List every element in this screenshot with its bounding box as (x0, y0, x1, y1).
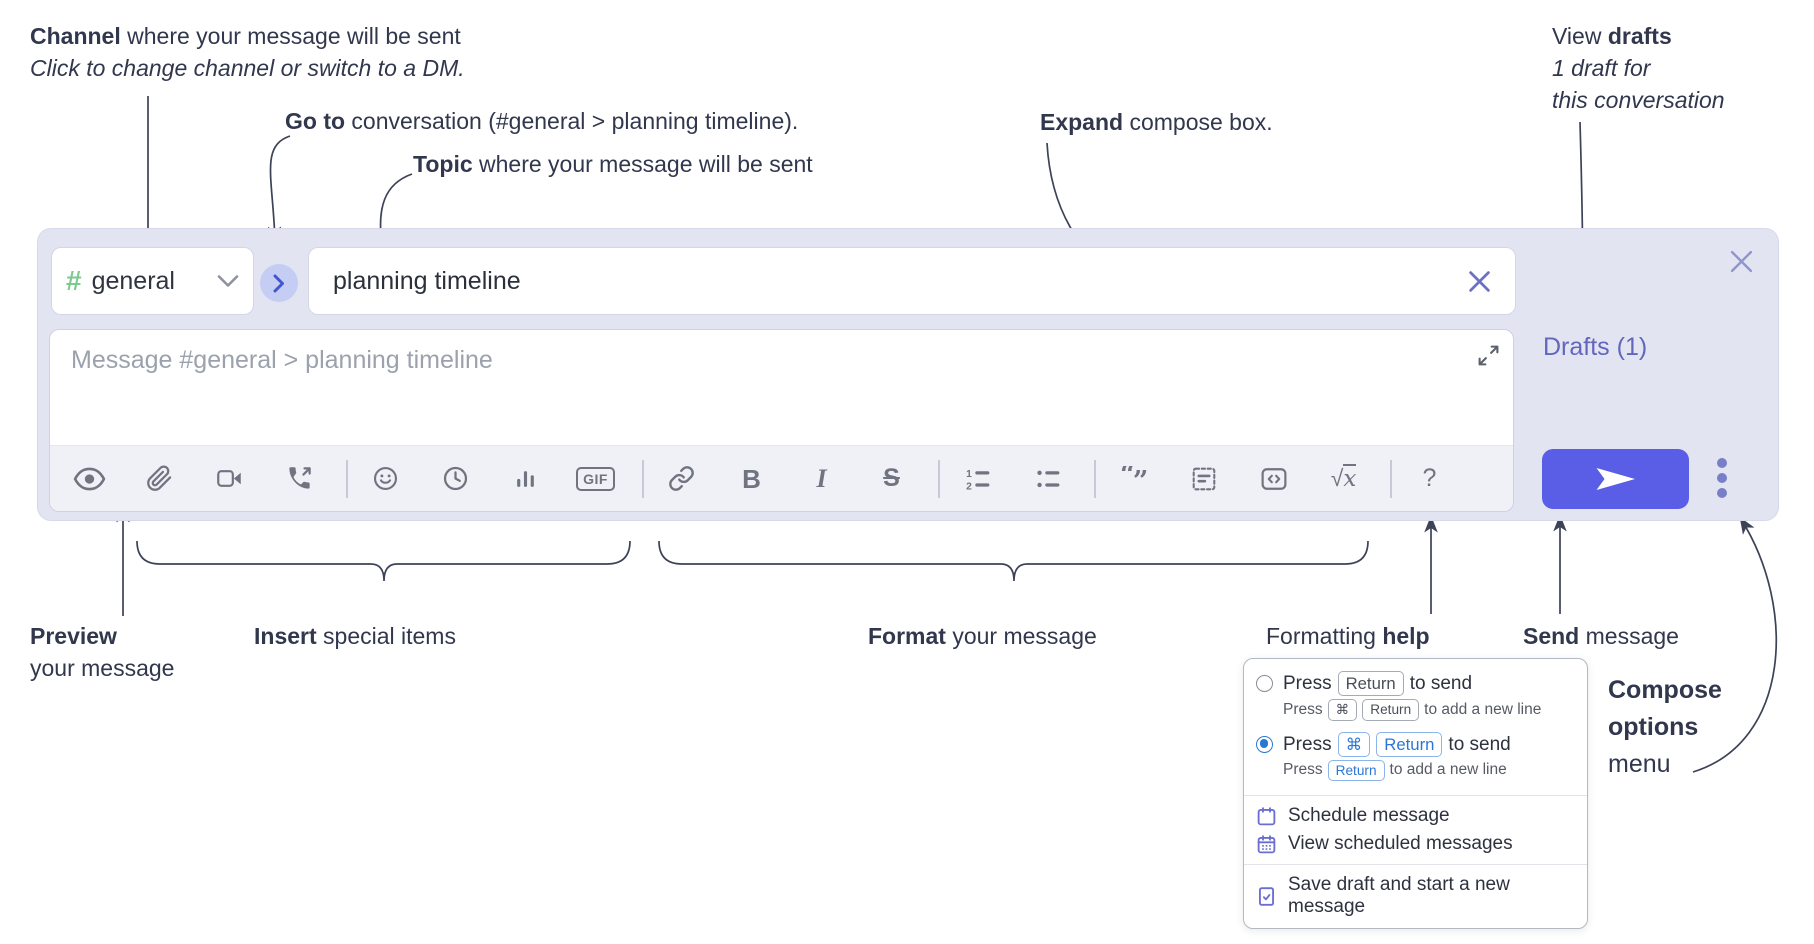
clear-topic-button[interactable] (1468, 270, 1491, 293)
menu-item-label: View scheduled messages (1288, 833, 1513, 854)
menu-group: Save draft and start a new message (1244, 864, 1587, 921)
expand-compose-button[interactable] (1477, 344, 1500, 367)
draft-save-icon (1256, 886, 1277, 907)
radio-unselected-icon[interactable] (1256, 675, 1273, 692)
insert-annotation: Insert special items (254, 623, 456, 649)
bulleted-list-icon[interactable] (1024, 455, 1071, 502)
insert-brace (136, 540, 631, 582)
topic-annotation: Topic where your message will be sent (413, 151, 813, 177)
kbd-key: Return (1362, 699, 1420, 721)
link-icon[interactable] (658, 455, 705, 502)
menu-item-label: Schedule message (1288, 805, 1450, 826)
kbd-key: Return (1376, 731, 1443, 757)
code-icon[interactable] (1250, 455, 1297, 502)
expand-diagonal-icon (1478, 345, 1499, 366)
menu-item[interactable]: Schedule message (1244, 802, 1587, 830)
preview-eye-icon[interactable] (66, 455, 113, 502)
quote-icon[interactable]: “” (1110, 455, 1157, 502)
view-drafts-annotation: View drafts 1 draft for this conversatio… (1552, 23, 1725, 113)
toolbar-separator (1390, 459, 1392, 498)
svg-text:“: “ (1120, 466, 1135, 490)
option-text: to send (1409, 673, 1473, 695)
add-emoji-icon[interactable] (362, 455, 409, 502)
svg-text:1: 1 (966, 468, 972, 479)
strikethrough-icon[interactable]: S (868, 455, 915, 502)
send-icon (1596, 468, 1635, 490)
go-to-conversation-button[interactable] (260, 264, 298, 302)
video-call-icon[interactable] (206, 455, 253, 502)
svg-text:2: 2 (966, 481, 972, 492)
goto-arrow (267, 135, 291, 244)
ellipsis-dot (1717, 473, 1727, 483)
topic-input[interactable]: planning timeline (308, 247, 1516, 315)
menu-item[interactable]: Save draft and start a new message (1244, 871, 1587, 921)
kbd-key: Return (1327, 759, 1385, 781)
option-text: Press (1283, 761, 1323, 779)
calendar-icon (1256, 806, 1277, 827)
send-message-annotation: Send message (1523, 623, 1679, 649)
kbd-key: Return (1337, 671, 1404, 697)
ellipsis-dot (1717, 488, 1727, 498)
option-text: Press (1283, 733, 1332, 755)
message-placeholder: Message #general > planning timeline (71, 346, 493, 374)
close-icon (1469, 270, 1490, 292)
italic-icon[interactable]: I (798, 455, 845, 502)
radio-selected-icon[interactable] (1256, 735, 1273, 753)
ellipsis-dot (1717, 458, 1727, 468)
send-button[interactable] (1542, 449, 1689, 509)
preview-annotation: Preview your message (30, 623, 175, 681)
format-annotation: Format your message (868, 623, 1097, 649)
compose-options-annotation: Compose options menu (1608, 676, 1722, 778)
channel-annotation: Channel where your message will be sent … (30, 23, 465, 81)
chevron-right-icon (273, 274, 284, 292)
help-icon[interactable]: ? (1406, 455, 1453, 502)
toolbar-separator (1094, 459, 1096, 498)
global-time-icon[interactable] (432, 455, 479, 502)
channel-hash-icon: # (66, 265, 82, 296)
menu-item[interactable]: View scheduled messages (1244, 830, 1587, 858)
spoiler-icon[interactable] (1180, 455, 1227, 502)
chevron-down-icon (217, 274, 239, 287)
channel-selector[interactable]: # general (51, 247, 254, 315)
close-icon (1730, 250, 1753, 273)
option-text: to add a new line (1389, 761, 1507, 779)
formatting-help-annotation: Formatting help (1266, 623, 1430, 649)
toolbar-separator (642, 459, 644, 498)
toolbar-separator (346, 459, 348, 498)
topic-value: planning timeline (333, 266, 521, 295)
close-compose-button[interactable] (1729, 249, 1754, 274)
math-icon[interactable]: √x (1320, 455, 1367, 502)
expand-annotation: Expand compose box. (1040, 109, 1273, 135)
toolbar-separator (938, 459, 940, 498)
option-text: to add a new line (1424, 700, 1542, 718)
channel-name: general (91, 266, 175, 295)
drafts-link[interactable]: Drafts (1) (1543, 333, 1648, 361)
option-text: Press (1283, 700, 1323, 718)
calendar-grid-icon (1256, 834, 1277, 855)
svg-text:”: ” (1132, 466, 1147, 492)
attach-paperclip-icon[interactable] (136, 455, 183, 502)
bold-icon[interactable]: B (728, 455, 775, 502)
option-text: to send (1448, 733, 1511, 755)
kbd-key: ⌘ (1327, 699, 1358, 721)
audio-call-icon[interactable] (276, 455, 323, 502)
option-text: Press (1283, 673, 1332, 695)
add-poll-icon[interactable] (502, 455, 549, 502)
compose-box: # general planning timeline M (37, 228, 1779, 521)
menu-item-label: Save draft and start a new message (1288, 874, 1510, 917)
add-gif-icon[interactable]: GIF (572, 455, 619, 502)
kbd-key: ⌘ (1337, 731, 1371, 757)
goto-annotation: Go to conversation (#general > planning … (285, 108, 799, 134)
format-brace (658, 540, 1369, 582)
message-textarea[interactable]: Message #general > planning timeline GIF… (49, 329, 1514, 512)
compose-options-menu-button[interactable] (1717, 458, 1727, 498)
